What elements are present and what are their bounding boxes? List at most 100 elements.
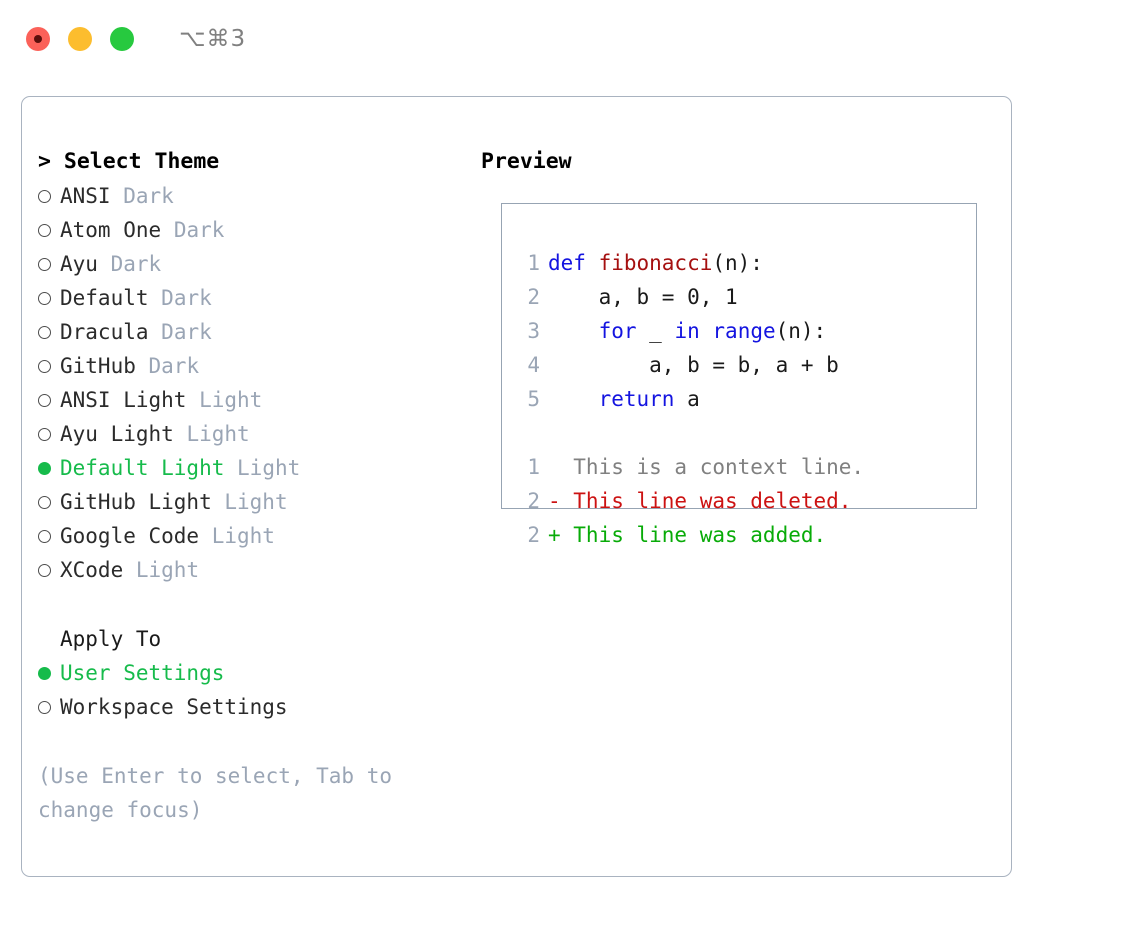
theme-option-atom-one[interactable]: Atom One Dark [38,213,478,247]
radio-unselected-icon [38,690,60,724]
radio-unselected-icon [38,315,60,349]
code-diff-separator [518,416,968,450]
diff-text-add: + This line was added. [548,523,827,547]
theme-variant-tag: Light [135,558,200,582]
line-number: 1 [527,251,540,275]
theme-name-label: Ayu [60,252,98,276]
radio-dot [38,666,51,680]
code-token-kw: range [712,319,776,343]
radio-dot [38,189,51,203]
code-token-pl: a, b = 0, 1 [548,285,738,309]
radio-dot [38,325,51,339]
code-token-pl: (n): [712,251,763,275]
keyboard-hint-text: (Use Enter to select, Tab to change focu… [38,764,393,822]
radio-dot [38,257,51,271]
radio-dot [38,427,51,441]
theme-option-xcode[interactable]: XCode Light [38,553,478,587]
diff-line: 1 This is a context line. [518,450,968,484]
theme-option-ayu-light[interactable]: Ayu Light Light [38,417,478,451]
theme-option-github-light[interactable]: GitHub Light Light [38,485,478,519]
theme-name-label: Default [60,286,149,310]
code-line: 3 for _ in range(n): [518,314,968,348]
radio-unselected-icon [38,485,60,519]
theme-variant-tag: Light [224,490,288,514]
theme-option-default-light[interactable]: Default Light Light [38,451,478,485]
radio-dot [38,700,51,714]
theme-list-header: > Select Theme [38,149,220,174]
radio-unselected-icon [38,349,60,383]
theme-name-label: Google Code [60,524,200,548]
minimize-window-button[interactable] [68,27,92,51]
theme-variant-tag: Dark [173,218,225,242]
radio-unselected-icon [38,519,60,553]
theme-name-label: Atom One [60,218,162,242]
radio-unselected-icon [38,247,60,281]
theme-variant-tag: Light [199,388,263,412]
theme-option-ayu[interactable]: Ayu Dark [38,247,478,281]
apply-to-option-user-settings[interactable]: User Settings [38,656,478,690]
radio-dot [38,393,51,407]
theme-name-label: Default Light [60,456,225,480]
code-token-kw: return [598,387,675,411]
radio-dot [38,223,51,237]
keyboard-shortcut-label: ⌥⌘3 [179,26,247,52]
radio-dot [38,359,51,373]
theme-option-google-code[interactable]: Google Code Light [38,519,478,553]
radio-dot [38,291,51,305]
code-token-kw: in [674,319,700,343]
radio-unselected-icon [38,383,60,417]
theme-option-ansi-light[interactable]: ANSI Light Light [38,383,478,417]
radio-selected-icon [38,656,60,690]
code-token-fn: fibonacci [598,251,713,275]
line-number: 2 [527,523,540,547]
theme-variant-tag: Dark [161,286,212,310]
theme-variant-tag: Light [211,524,275,548]
theme-name-label: ANSI [60,184,111,208]
window-controls [26,27,134,51]
title-bar: ⌥⌘3 [0,0,1140,78]
maximize-window-button[interactable] [110,27,134,51]
radio-dot [38,495,51,509]
line-number: 1 [527,455,540,479]
code-line: 5 return a [518,382,968,416]
theme-variant-tag: Light [186,422,250,446]
apply-to-label: User Settings [60,661,225,685]
close-window-button[interactable] [26,27,50,51]
code-line: 4 a, b = b, a + b [518,348,968,382]
radio-dot [38,529,51,543]
apply-to-header: Apply To [60,627,162,651]
diff-text-ctx: This is a context line. [548,455,865,479]
theme-name-label: Dracula [60,320,149,344]
theme-variant-tag: Dark [110,252,162,276]
code-token-kw: for [598,319,637,343]
theme-name-label: Ayu Light [60,422,174,446]
theme-variant-tag: Dark [148,354,200,378]
line-number: 4 [527,353,540,377]
radio-unselected-icon [38,553,60,587]
theme-option-ansi[interactable]: ANSI Dark [38,179,478,213]
code-token-pl: _ [636,319,675,343]
theme-option-github[interactable]: GitHub Dark [38,349,478,383]
code-token-pl [548,387,599,411]
diff-line: 2- This line was deleted. [518,484,968,518]
code-line: 2 a, b = 0, 1 [518,280,968,314]
apply-to-option-workspace-settings[interactable]: Workspace Settings [38,690,478,724]
theme-option-dracula[interactable]: Dracula Dark [38,315,478,349]
radio-unselected-icon [38,281,60,315]
line-number: 5 [527,387,540,411]
code-token-pl: a [674,387,700,411]
radio-unselected-icon [38,179,60,213]
theme-option-default[interactable]: Default Dark [38,281,478,315]
preview-title: Preview [481,149,572,174]
radio-selected-icon [38,451,60,485]
